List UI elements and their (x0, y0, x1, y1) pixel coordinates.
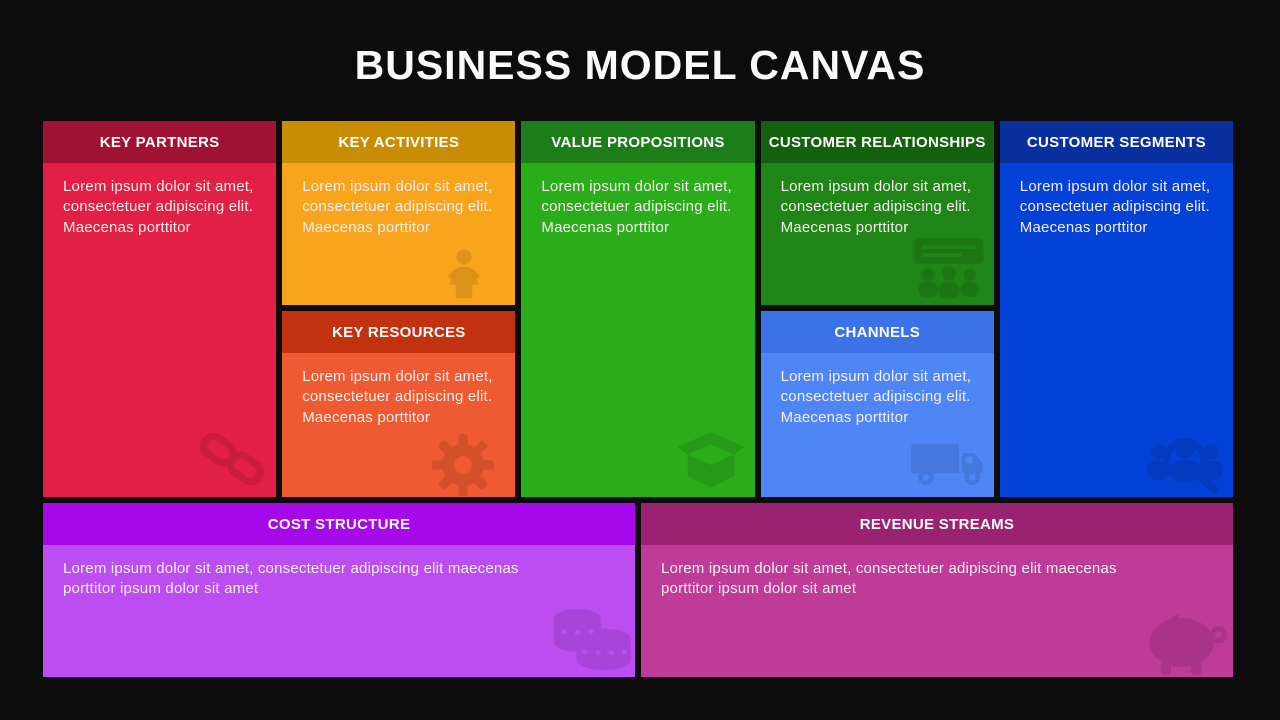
section-value-propositions: VALUE PROPOSITIONS Lorem ipsum dolor sit… (521, 121, 755, 497)
revenue-streams-text: Lorem ipsum dolor sit amet, consectetuer… (660, 560, 1117, 598)
revenue-streams-body: Lorem ipsum dolor sit amet, consectetuer… (640, 545, 1233, 677)
slide-title: BUSINESS MODEL CANVAS (354, 42, 926, 88)
piggy-bank-icon (1149, 613, 1228, 675)
customer-relationships-body: Lorem ipsum dolor sit amet, consectetuer… (760, 163, 994, 305)
channels-body: Lorem ipsum dolor sit amet, consectetuer… (760, 353, 994, 497)
section-revenue-streams: REVENUE STREAMS Lorem ipsum dolor sit am… (640, 503, 1233, 677)
section-key-partners: KEY PARTNERS Lorem ipsum dolor sit amet,… (43, 121, 277, 497)
delivery-truck-icon (911, 443, 983, 486)
section-customer-relationships: CUSTOMER RELATIONSHIPS Lorem ipsum dolor… (760, 121, 994, 305)
section-customer-segments: CUSTOMER SEGMENTS Lorem ipsum dolor sit … (999, 121, 1233, 497)
section-channels: CHANNELS Lorem ipsum dolor sit amet, con… (760, 311, 994, 497)
value-propositions-text: Lorem ipsum dolor sit amet, consectetuer… (541, 178, 732, 236)
key-partners-header: KEY PARTNERS (43, 121, 277, 163)
value-propositions-body: Lorem ipsum dolor sit amet, consectetuer… (521, 163, 755, 497)
cost-structure-text: Lorem ipsum dolor sit amet, consectetuer… (63, 560, 519, 598)
chain-link-icon (200, 432, 265, 486)
key-activities-body: Lorem ipsum dolor sit amet, consectetuer… (282, 163, 516, 305)
customer-segments-text: Lorem ipsum dolor sit amet, consectetuer… (1019, 178, 1211, 236)
gear-icon (432, 433, 495, 497)
canvas-grid: KEY PARTNERS Lorem ipsum dolor sit amet,… (43, 121, 1233, 677)
cost-structure-body: Lorem ipsum dolor sit amet, consectetuer… (43, 545, 635, 677)
key-resources-header: KEY RESOURCES (282, 311, 516, 353)
key-resources-body: Lorem ipsum dolor sit amet, consectetuer… (282, 353, 516, 497)
section-key-resources: KEY RESOURCES Lorem ipsum dolor sit amet… (282, 311, 516, 497)
customer-segments-body: Lorem ipsum dolor sit amet, consectetuer… (999, 163, 1233, 497)
customer-segments-header: CUSTOMER SEGMENTS (999, 121, 1233, 163)
cost-structure-header: COST STRUCTURE (43, 503, 635, 545)
channels-text: Lorem ipsum dolor sit amet, consectetuer… (780, 368, 972, 426)
section-cost-structure: COST STRUCTURE Lorem ipsum dolor sit ame… (43, 503, 635, 677)
revenue-streams-header: REVENUE STREAMS (640, 503, 1233, 545)
customer-relationships-header: CUSTOMER RELATIONSHIPS (760, 121, 994, 163)
team-board-icon (914, 238, 984, 299)
key-partners-text: Lorem ipsum dolor sit amet, consectetuer… (63, 178, 254, 236)
section-key-activities: KEY ACTIVITIES Lorem ipsum dolor sit ame… (282, 121, 516, 305)
key-activities-header: KEY ACTIVITIES (282, 121, 516, 163)
person-icon (448, 249, 481, 299)
customer-relationships-text: Lorem ipsum dolor sit amet, consectetuer… (780, 178, 972, 236)
channels-header: CHANNELS (760, 311, 994, 353)
key-resources-text: Lorem ipsum dolor sit amet, consectetuer… (302, 368, 493, 426)
coins-icon (553, 609, 631, 671)
open-box-icon (677, 432, 744, 488)
key-partners-body: Lorem ipsum dolor sit amet, consectetuer… (43, 163, 277, 497)
audience-search-icon (1146, 438, 1224, 495)
key-activities-text: Lorem ipsum dolor sit amet, consectetuer… (302, 178, 493, 236)
value-propositions-header: VALUE PROPOSITIONS (521, 121, 755, 163)
